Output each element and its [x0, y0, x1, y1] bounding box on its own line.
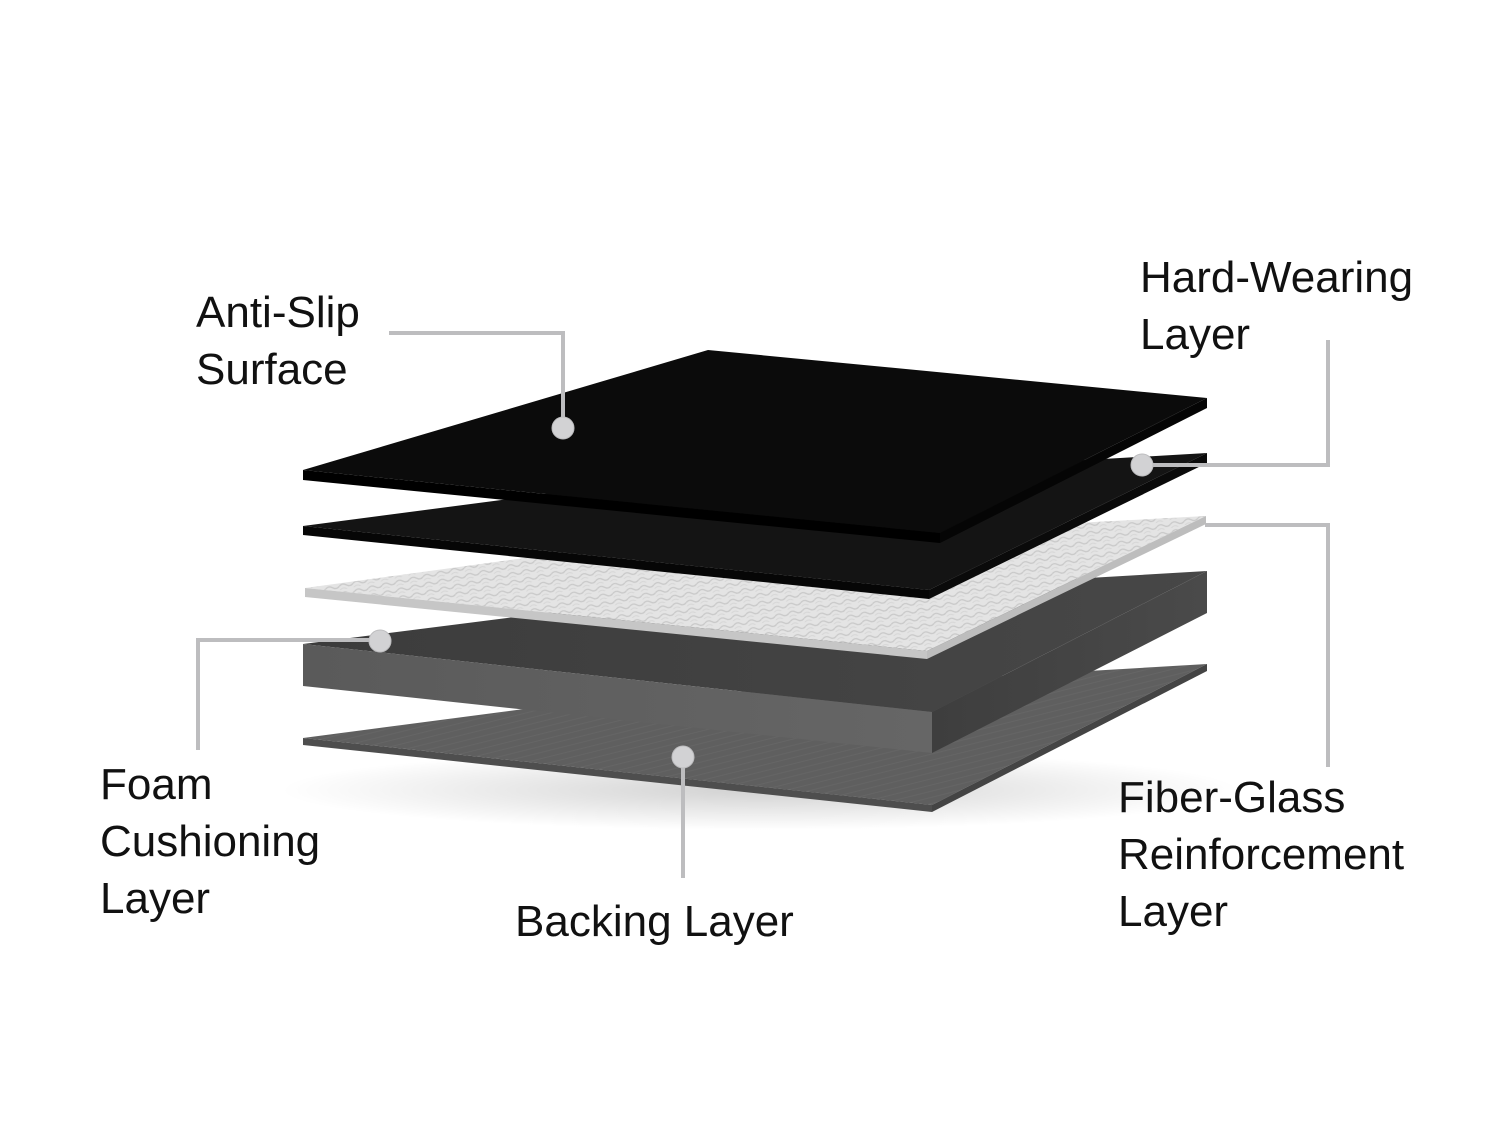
- hard-wearing-leader-line: [1140, 340, 1330, 467]
- label-line: Layer: [1118, 887, 1229, 936]
- anti-slip-surface-label: Anti-Slip Surface: [196, 284, 360, 398]
- anti-slip-surface-layer: [303, 350, 1207, 543]
- label-line: Foam: [100, 760, 213, 809]
- anti-slip-leader-line: [389, 331, 565, 430]
- foam-cushioning-layer-label: Foam Cushioning Layer: [100, 756, 320, 927]
- fiber-glass-leader-line: [1205, 523, 1330, 767]
- fiber-glass-layer-label: Fiber-Glass Reinforcement Layer: [1118, 769, 1404, 940]
- anti-slip-marker-dot: [551, 416, 575, 440]
- label-line: Cushioning: [100, 817, 321, 866]
- label-line: Reinforcement: [1118, 830, 1405, 879]
- label-line: Layer: [100, 874, 211, 923]
- backing-layer-label: Backing Layer: [515, 893, 794, 950]
- hard-wearing-marker-dot: [1130, 453, 1154, 477]
- backing-marker-dot: [671, 745, 695, 769]
- label-line: Anti-Slip: [196, 288, 360, 337]
- label-line: Layer: [1140, 310, 1251, 359]
- label-line: Hard-Wearing: [1140, 253, 1414, 302]
- foam-marker-dot: [368, 629, 392, 653]
- label-line: Fiber-Glass: [1118, 773, 1346, 822]
- hard-wearing-layer-label: Hard-Wearing Layer: [1140, 249, 1413, 363]
- label-line: Backing Layer: [515, 897, 794, 946]
- foam-leader-line: [196, 638, 382, 750]
- label-line: Surface: [196, 345, 348, 394]
